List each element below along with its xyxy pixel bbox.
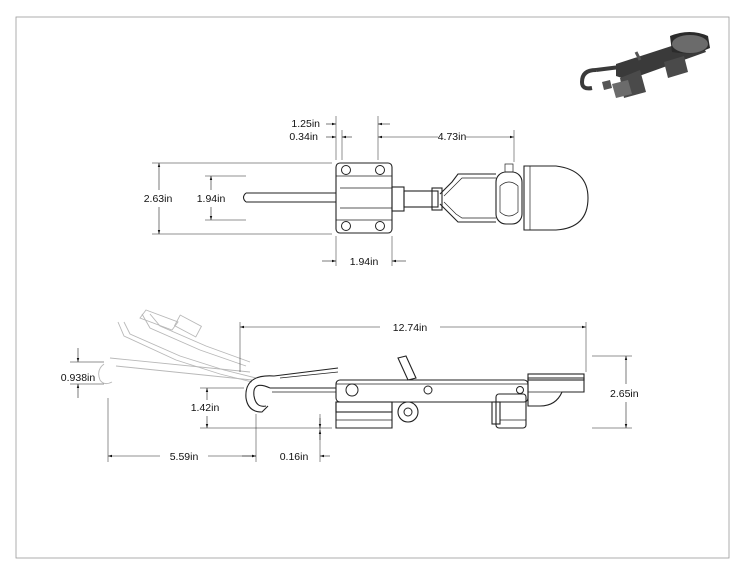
top-view-dimensions: 1.25in 0.34in 4.73in 2.63in 1.94in 1.94i… xyxy=(144,116,515,268)
dim-top-height-overall: 2.63in xyxy=(144,193,173,205)
isometric-view xyxy=(579,32,710,98)
dim-side-hook-offset: 0.16in xyxy=(280,451,309,463)
dim-top-width-1: 1.25in xyxy=(291,118,320,130)
dim-side-hook-height: 1.42in xyxy=(191,402,220,414)
dim-top-height-inner: 1.94in xyxy=(197,193,226,205)
dim-top-length: 4.73in xyxy=(438,131,467,143)
dim-side-length-overall: 12.74in xyxy=(393,322,428,334)
dim-side-hook-drop: 0.938in xyxy=(61,372,96,384)
side-view xyxy=(245,355,585,429)
drawing-border xyxy=(15,16,730,559)
dim-side-open-reach: 5.59in xyxy=(170,451,199,463)
dim-top-width-2: 0.34in xyxy=(289,131,318,143)
top-view xyxy=(242,162,589,234)
dim-side-height-overall: 2.65in xyxy=(610,388,639,400)
side-view-open-position xyxy=(98,309,257,385)
dim-top-base-width: 1.94in xyxy=(350,256,379,268)
side-view-dimensions: 12.74in 0.938in 2.65in 1.42in 5.59in 0.1… xyxy=(61,322,639,463)
